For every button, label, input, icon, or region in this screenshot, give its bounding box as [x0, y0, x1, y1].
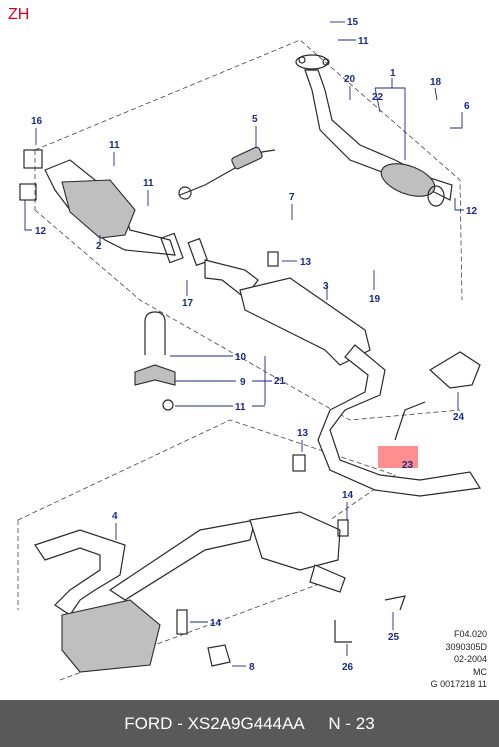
catalytic-converter-2 [19, 149, 176, 256]
callout-11: 11 [109, 140, 120, 151]
callout-1: 1 [390, 68, 396, 79]
callout-5: 5 [252, 114, 258, 125]
callout-26: 26 [342, 662, 354, 673]
callout-11: 11 [358, 36, 369, 47]
reference-line: G 0017218 11 [430, 679, 487, 689]
callout-18: 18 [430, 77, 442, 88]
callout-13: 13 [297, 428, 309, 439]
callout-25: 25 [388, 632, 400, 643]
footer-gap [305, 714, 329, 734]
callout-15: 15 [347, 17, 359, 28]
footer-brand: FORD [124, 713, 173, 733]
reference-line: MC [473, 666, 487, 677]
reference-line: 02-2004 [453, 654, 487, 664]
callout-21: 21 [274, 376, 286, 387]
callout-19: 19 [369, 294, 381, 305]
callout-23: 23 [402, 460, 414, 471]
intermediate-pipe-3 [204, 259, 482, 497]
callout-6: 6 [464, 101, 470, 112]
mounting-rubbers [176, 251, 406, 667]
gasket-17 [160, 232, 209, 267]
leader-lines [24, 21, 464, 667]
callout-labels: 15 11 1 20 22 18 6 16 5 11 11 12 12 7 2 … [31, 17, 478, 673]
callout-13: 13 [300, 257, 312, 268]
callout-2: 2 [96, 241, 102, 252]
footer-bar: FORD - XS2A9G444AA N - 23 [0, 700, 499, 747]
callout-3: 3 [323, 281, 329, 292]
bracket-24 [394, 351, 481, 441]
callout-20: 20 [344, 74, 356, 85]
footer-separator: - [172, 713, 188, 733]
callout-14: 14 [342, 490, 354, 501]
callout-8: 8 [249, 662, 255, 673]
callout-4: 4 [112, 511, 118, 522]
callout-12: 12 [466, 206, 478, 217]
oxygen-sensor-5 [178, 146, 276, 200]
rear-muffler-4 [34, 511, 346, 673]
callout-17: 17 [182, 298, 194, 309]
callout-14: 14 [210, 618, 222, 629]
callout-9: 9 [240, 377, 246, 388]
callout-24: 24 [453, 412, 465, 423]
footer-page: N - 23 [328, 713, 375, 733]
front-pipe-1 [295, 54, 453, 207]
region-code: ZH [8, 6, 30, 23]
callout-11: 11 [143, 178, 154, 189]
exhaust-system-diagram: 15 11 1 20 22 18 6 16 5 11 11 12 12 7 2 … [17, 17, 482, 681]
footer-part-number: XS2A9G444AA [187, 713, 305, 733]
callout-7: 7 [289, 192, 295, 203]
reference-line: F04.020 [453, 629, 487, 639]
highlight-23 [378, 446, 418, 468]
reference-line: 3090305D [445, 641, 487, 652]
callout-10: 10 [235, 352, 247, 363]
callout-12: 12 [35, 226, 47, 237]
reference-block: F04.020 3090305D 02-2004 MC G 0017218 11 [397, 628, 487, 691]
callout-22: 22 [372, 92, 384, 103]
clamp-assembly [134, 311, 176, 411]
callout-11: 11 [235, 402, 246, 413]
callout-16: 16 [31, 116, 43, 127]
